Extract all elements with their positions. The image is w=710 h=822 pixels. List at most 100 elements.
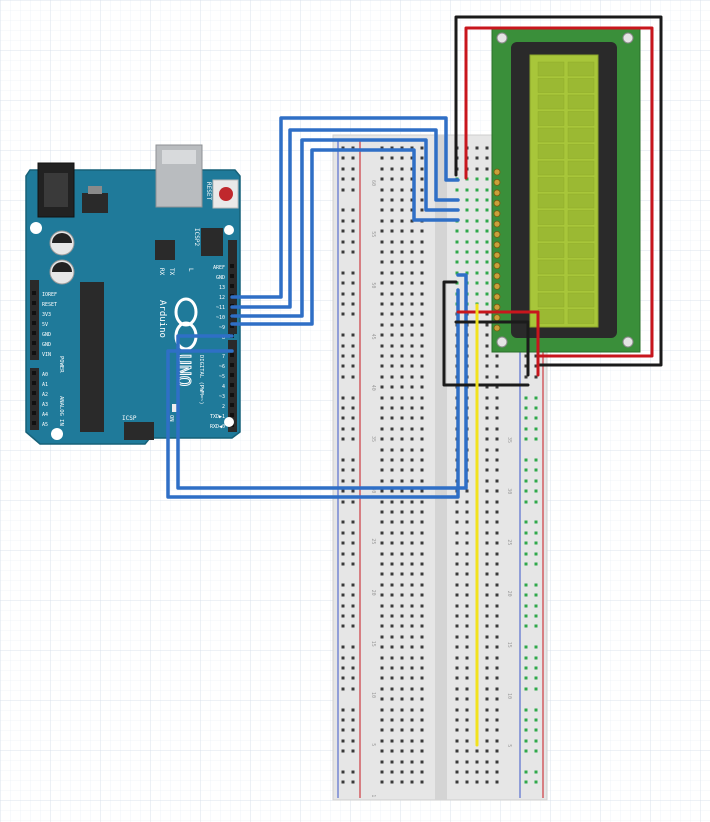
terminal-hole bbox=[380, 593, 384, 597]
terminal-hole bbox=[390, 344, 394, 348]
terminal-hole bbox=[485, 780, 489, 784]
rail-hole bbox=[341, 624, 345, 628]
lcd-cell bbox=[537, 144, 565, 159]
rail-hole bbox=[341, 541, 345, 545]
rail-hole bbox=[534, 500, 538, 504]
rail-hole bbox=[341, 156, 345, 160]
terminal-hole bbox=[410, 323, 414, 327]
rail-hole bbox=[341, 500, 345, 504]
terminal-hole bbox=[390, 427, 394, 431]
rail-hole bbox=[351, 593, 355, 597]
terminal-hole bbox=[380, 562, 384, 566]
terminal-hole bbox=[390, 375, 394, 379]
terminal-hole bbox=[410, 687, 414, 691]
terminal-hole bbox=[400, 323, 404, 327]
terminal-hole bbox=[410, 604, 414, 608]
terminal-hole bbox=[495, 666, 499, 670]
terminal-hole bbox=[390, 593, 394, 597]
rail-hole bbox=[341, 364, 345, 368]
terminal-hole bbox=[455, 520, 459, 524]
terminal-hole bbox=[380, 427, 384, 431]
terminal-hole bbox=[400, 760, 404, 764]
terminal-hole bbox=[465, 198, 469, 202]
digital-pin-label: ~11 bbox=[216, 305, 225, 311]
rail-hole bbox=[534, 552, 538, 556]
terminal-hole bbox=[485, 645, 489, 649]
on-led bbox=[172, 404, 178, 412]
rail-hole bbox=[534, 645, 538, 649]
terminal-hole bbox=[420, 583, 424, 587]
terminal-hole bbox=[400, 500, 404, 504]
terminal-hole bbox=[455, 728, 459, 732]
rail-hole bbox=[534, 593, 538, 597]
rail-hole bbox=[351, 146, 355, 150]
terminal-hole bbox=[390, 146, 394, 150]
analog-pin-label: A3 bbox=[42, 402, 48, 408]
terminal-hole bbox=[400, 156, 404, 160]
terminal-hole bbox=[400, 364, 404, 368]
terminal-hole bbox=[410, 167, 414, 171]
terminal-hole bbox=[495, 448, 499, 452]
terminal-hole bbox=[380, 198, 384, 202]
mounting-hole bbox=[224, 225, 234, 235]
rail-hole bbox=[524, 427, 528, 431]
terminal-hole bbox=[380, 687, 384, 691]
power-pin-label: GND bbox=[42, 342, 51, 348]
terminal-hole bbox=[410, 271, 414, 275]
terminal-hole bbox=[420, 572, 424, 576]
terminal-hole bbox=[380, 479, 384, 483]
row-number-left: 1 bbox=[370, 794, 376, 797]
digital-pin-label: 8 bbox=[222, 335, 225, 341]
terminal-hole bbox=[455, 656, 459, 660]
terminal-hole bbox=[475, 250, 479, 254]
terminal-hole bbox=[455, 760, 459, 764]
terminal-hole bbox=[380, 510, 384, 514]
row-number-left: 45 bbox=[370, 334, 376, 340]
icsp2-header bbox=[201, 228, 223, 256]
terminal-hole bbox=[400, 562, 404, 566]
terminal-hole bbox=[410, 416, 414, 420]
row-number-left: 50 bbox=[370, 282, 376, 288]
terminal-hole bbox=[410, 292, 414, 296]
terminal-hole bbox=[495, 749, 499, 753]
rail-hole bbox=[351, 656, 355, 660]
terminal-hole bbox=[380, 468, 384, 472]
terminal-hole bbox=[485, 489, 489, 493]
reset-button-cap[interactable] bbox=[219, 187, 233, 201]
terminal-hole bbox=[390, 458, 394, 462]
rail-hole bbox=[341, 583, 345, 587]
terminal-hole bbox=[390, 271, 394, 275]
terminal-hole bbox=[485, 562, 489, 566]
terminal-hole bbox=[390, 728, 394, 732]
lcd-cell bbox=[537, 226, 565, 242]
terminal-hole bbox=[465, 666, 469, 670]
lcd-mount-hole bbox=[496, 336, 508, 348]
terminal-hole bbox=[390, 541, 394, 545]
terminal-hole bbox=[400, 167, 404, 171]
rail-hole bbox=[534, 520, 538, 524]
terminal-hole bbox=[420, 770, 424, 774]
uno-logo-text: UNO bbox=[173, 354, 194, 387]
terminal-hole bbox=[465, 676, 469, 680]
analog-header bbox=[30, 368, 39, 430]
terminal-hole bbox=[485, 167, 489, 171]
terminal-hole bbox=[420, 292, 424, 296]
lcd-pin bbox=[493, 178, 501, 186]
terminal-hole bbox=[380, 614, 384, 618]
terminal-hole bbox=[410, 344, 414, 348]
lcd-cell bbox=[567, 309, 595, 324]
terminal-hole bbox=[390, 219, 394, 223]
rail-hole bbox=[351, 302, 355, 306]
terminal-hole bbox=[400, 416, 404, 420]
terminal-hole bbox=[410, 645, 414, 649]
lcd-cell bbox=[537, 111, 565, 126]
terminal-hole bbox=[400, 635, 404, 639]
terminal-hole bbox=[390, 281, 394, 285]
terminal-hole bbox=[390, 406, 394, 410]
lcd-cell bbox=[537, 160, 565, 176]
rail-hole bbox=[341, 552, 345, 556]
terminal-hole bbox=[390, 333, 394, 337]
rail-hole bbox=[351, 188, 355, 192]
terminal-hole bbox=[420, 406, 424, 410]
